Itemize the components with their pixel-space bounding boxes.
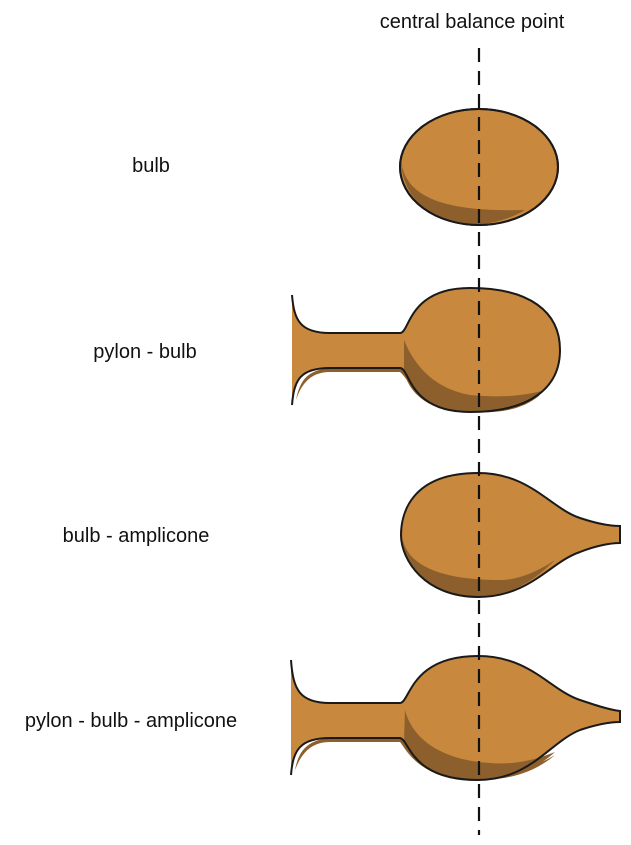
bulb-outline [399,108,559,226]
bulb-amplicone-outline [399,471,621,599]
pylon-bulb-amplicone-shadow [295,738,555,780]
shape-label-bulb: bulb [132,155,170,177]
shape-pylon-bulb-amplicone [290,654,621,782]
diagram-title: central balance point [380,11,565,33]
pylon-bulb-amplicone-body [291,656,620,780]
bulb-shadow [401,160,525,225]
shape-bulb-amplicone [399,471,621,599]
shape-label-bulb-amplicone: bulb - amplicone [63,525,210,547]
pylon-bulb-shade [404,340,545,412]
shape-label-pylon-bulb-amplicone: pylon - bulb - amplicone [25,710,237,732]
pylon-bulb-amplicone-shade [404,710,555,780]
shape-pylon-bulb [291,286,562,414]
pylon-bulb-outline [291,286,562,414]
bulb-amplicone-body [401,473,620,597]
pylon-bulb-amplicone-outline [290,654,621,782]
pylon-bulb-body [292,288,560,412]
shape-label-pylon-bulb: pylon - bulb [93,341,196,363]
bulb-amplicone-shadow [402,535,555,597]
